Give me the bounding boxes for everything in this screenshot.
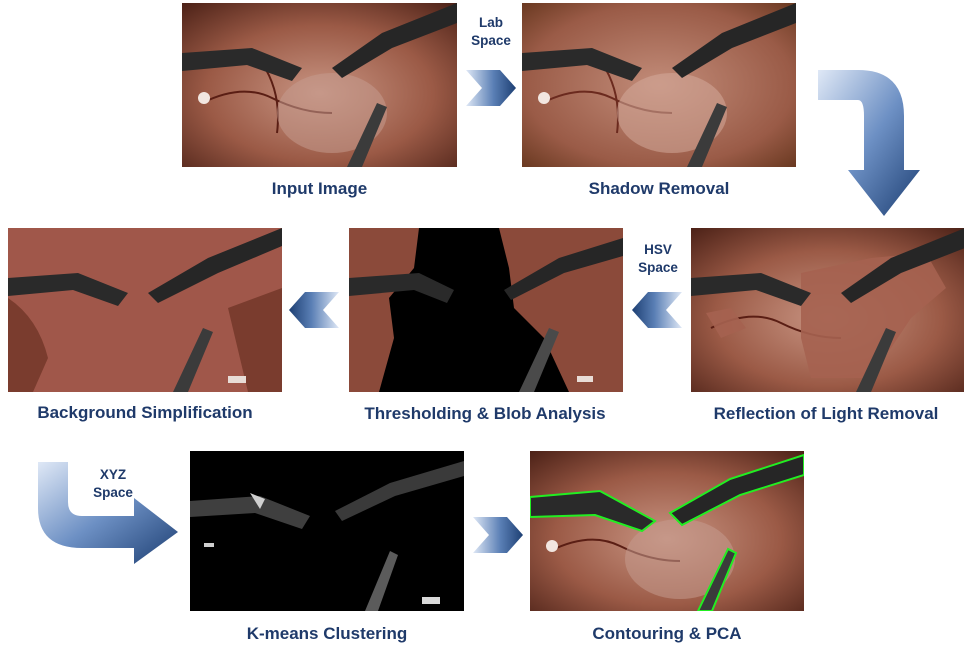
kmeans-label: K-means Clustering [190, 624, 464, 644]
reflection-removal-label: Reflection of Light Removal [688, 404, 964, 424]
hsv-space-label: HSV Space [628, 241, 688, 277]
background-simplification-label: Background Simplification [8, 403, 282, 423]
hsv-space-line2: Space [628, 259, 688, 277]
thresholding-label: Thresholding & Blob Analysis [340, 404, 630, 424]
input-image-panel [182, 3, 457, 167]
thresholding-panel [349, 228, 623, 392]
lab-space-label: Lab Space [461, 14, 521, 50]
lab-space-line1: Lab [461, 14, 521, 32]
shadow-removal-panel [522, 3, 796, 167]
chevron-left-icon [289, 292, 339, 328]
chevron-right-icon [466, 70, 516, 106]
chevron-right-icon [473, 517, 523, 553]
kmeans-panel [190, 451, 464, 611]
hsv-space-line1: HSV [628, 241, 688, 259]
lab-space-line2: Space [461, 32, 521, 50]
reflection-removal-panel [691, 228, 964, 392]
input-image-label: Input Image [182, 179, 457, 199]
bent-arrow-down-icon [818, 70, 920, 216]
contouring-pca-label: Contouring & PCA [530, 624, 804, 644]
shadow-removal-label: Shadow Removal [522, 179, 796, 199]
bent-arrow-right-icon [38, 462, 178, 564]
background-simplification-panel [8, 228, 282, 392]
contouring-pca-panel [530, 451, 804, 611]
chevron-left-icon [632, 292, 682, 328]
